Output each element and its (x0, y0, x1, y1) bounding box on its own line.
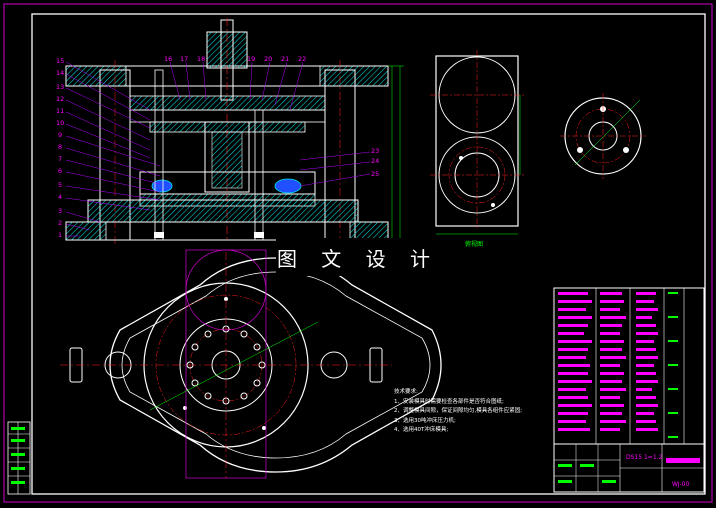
title-block (553, 443, 705, 493)
part-number: 16 (164, 55, 172, 63)
part-number: 17 (180, 55, 188, 63)
part-number: 25 (371, 170, 379, 178)
technical-notes: 技术要求: 1、安装模具时需要检查各部件是否符合图纸; 2、调整模具间隙，保证间… (394, 388, 522, 436)
part-number: 22 (298, 55, 306, 63)
side-strip-table (7, 421, 31, 495)
part-number: 23 (371, 147, 379, 155)
plan-view (60, 249, 442, 479)
part-numbers-left: 15 14 13 12 11 10 9 8 7 6 5 4 3 2 1 (56, 57, 64, 239)
part-number: 2 (58, 219, 62, 227)
part-number: 1 (58, 231, 62, 239)
side-view (430, 50, 524, 235)
part-numbers-top: 16 17 18 19 20 21 22 (164, 55, 306, 63)
part-number: 6 (58, 167, 62, 175)
scale-label: DS15 1=1.2 (626, 454, 663, 461)
part-number: 12 (56, 95, 64, 103)
part-number: 10 (56, 119, 64, 127)
parts-list-table (553, 287, 705, 445)
part-number: 9 (58, 131, 62, 139)
part-number: 7 (58, 155, 62, 163)
side-view-caption: 俯视图 (465, 240, 483, 248)
outer-frame (3, 3, 713, 503)
section-view (65, 18, 404, 245)
part-number: 13 (56, 83, 64, 91)
part-number: 15 (56, 57, 64, 65)
note-item: 3、选用30吨冲床压力机; (394, 417, 456, 424)
part-number: 20 (264, 55, 272, 63)
notes-title: 技术要求: (394, 389, 418, 395)
part-number: 3 (58, 207, 62, 215)
part-number: 14 (56, 69, 64, 77)
part-number: 24 (371, 157, 379, 165)
part-number: 4 (58, 193, 62, 201)
part-number: 11 (56, 107, 64, 115)
part-number: 8 (58, 143, 62, 151)
part-number: 18 (197, 55, 205, 63)
part-number: 19 (247, 55, 255, 63)
note-item: 4、选用40T冲床模具; (394, 427, 449, 433)
part-numbers-right: 23 24 25 (371, 147, 379, 178)
part-number: 5 (58, 181, 62, 189)
watermark-label: 图 文 设 计 (276, 238, 440, 276)
note-item: 2、调整模具间隙，保证间隙均匀,模具各组件应紧固; (394, 408, 523, 414)
inner-frame (31, 13, 706, 495)
part-number: 21 (281, 55, 289, 63)
note-item: 1、安装模具时需要检查各部件是否符合图纸; (394, 398, 504, 405)
flange-view (560, 93, 646, 179)
drawing-number: WJ-00 (672, 481, 689, 488)
